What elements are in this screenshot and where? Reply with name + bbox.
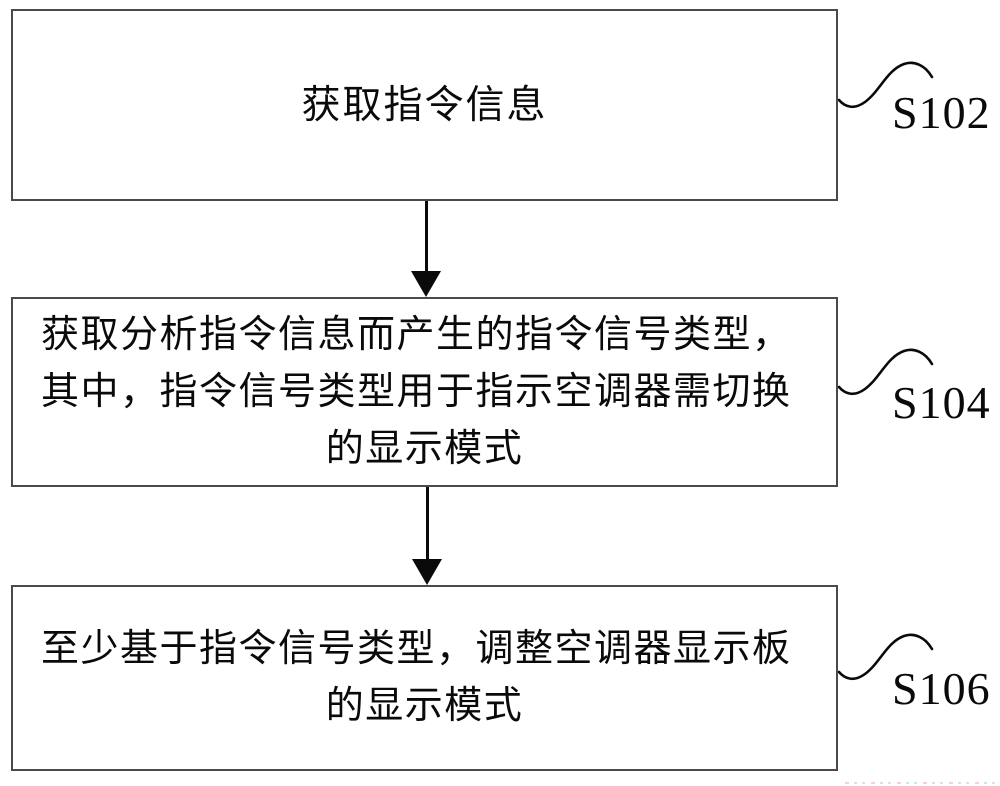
- watermark-dots-artifact: [845, 782, 1000, 784]
- arrow-down-icon: [411, 271, 441, 297]
- step-text-line: 其中，指令信号类型用于指示空调器需切换: [41, 370, 792, 413]
- squiggle-curve: [838, 633, 934, 681]
- flow-arrow-s104-to-s106: [412, 487, 442, 585]
- squiggle-connector-icon: [838, 630, 935, 686]
- step-text-line: 的显示模式: [325, 685, 524, 727]
- step-box-s104: 获取分析指令信息而产生的指令信号类型， 其中，指令信号类型用于指示空调器需切换 …: [11, 297, 838, 487]
- arrow-shaft: [424, 201, 428, 275]
- step-text-line: 获取指令信息: [301, 83, 548, 127]
- step-box-s102: 获取指令信息: [11, 9, 838, 201]
- arrow-shaft: [425, 487, 429, 563]
- step-label-s102: S102: [892, 87, 991, 138]
- step-text-line: 的显示模式: [325, 427, 524, 470]
- flow-arrow-s102-to-s104: [411, 201, 441, 297]
- step-box-s106: 至少基于指令信号类型，调整空调器显示板 的显示模式: [11, 585, 838, 771]
- step-text-line: 至少基于指令信号类型，调整空调器显示板: [41, 628, 792, 670]
- step-text-line: 获取分析指令信息而产生的指令信号类型，: [41, 313, 792, 356]
- squiggle-curve: [838, 61, 934, 109]
- step-label-s106: S106: [892, 663, 991, 714]
- step-label-s104: S104: [892, 377, 991, 428]
- squiggle-connector-icon: [838, 345, 935, 401]
- arrow-down-icon: [412, 559, 442, 585]
- squiggle-curve: [838, 348, 934, 396]
- squiggle-connector-icon: [838, 58, 935, 114]
